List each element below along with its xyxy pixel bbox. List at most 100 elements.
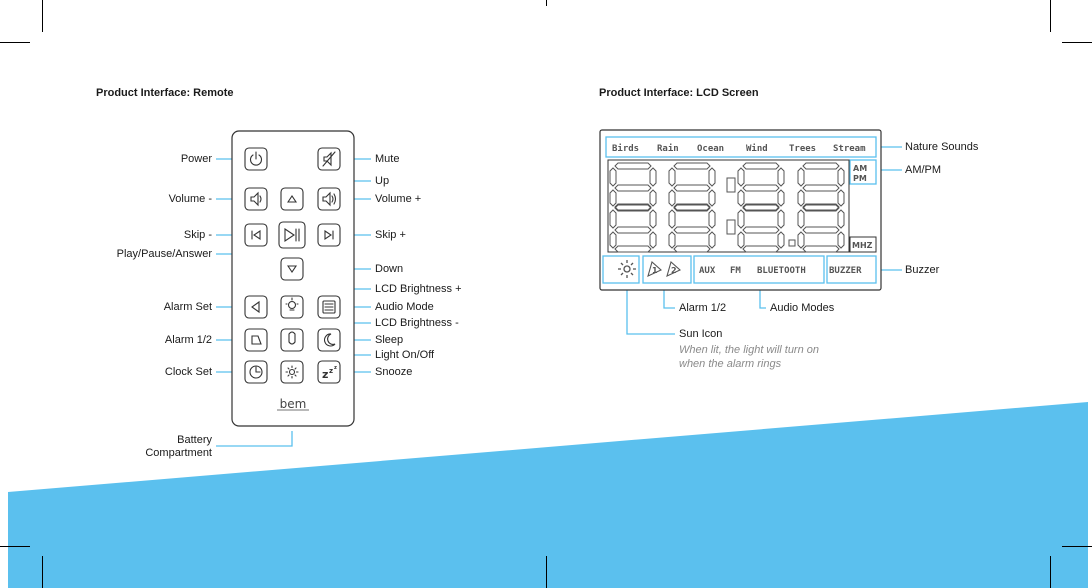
svg-text:z: z xyxy=(329,367,333,375)
pm-text: PM xyxy=(853,174,867,183)
colon-bottom xyxy=(726,219,736,235)
label-lcd-brightness-up: LCD Brightness + xyxy=(375,283,462,295)
lcd-segment xyxy=(609,231,617,249)
sun-note-line1: When lit, the light will turn on xyxy=(679,344,820,356)
lcd-digit xyxy=(609,162,657,211)
nature-sound-birds: Birds xyxy=(612,143,639,154)
skip-forward-icon xyxy=(324,229,334,241)
lcd-segment xyxy=(668,209,676,229)
label-clock-set: Clock Set xyxy=(164,366,212,378)
lcd-segment xyxy=(802,226,840,234)
play-pause-button xyxy=(278,221,306,249)
lcd-segment xyxy=(614,184,652,192)
nature-sound-rain: Rain xyxy=(657,143,679,154)
lcd-segment xyxy=(708,209,716,229)
mute-icon xyxy=(322,151,336,167)
lcd-segment xyxy=(742,245,780,253)
lcd-segment xyxy=(614,245,652,253)
fm-text: FM xyxy=(730,266,741,276)
digit-area xyxy=(607,159,850,253)
skip-back-icon xyxy=(251,229,261,241)
lcd-segment xyxy=(742,184,780,192)
lcd-segment xyxy=(673,204,711,212)
label-lcd-brightness-down: LCD Brightness - xyxy=(375,317,459,329)
lcd-segment xyxy=(742,203,780,211)
lcd-digit xyxy=(737,162,785,211)
label-up: Up xyxy=(375,175,390,187)
alarm-2-digit: 2 xyxy=(671,266,677,275)
aux-text: AUX xyxy=(699,266,716,276)
am-text: AM xyxy=(853,164,867,173)
label-snooze: Snooze xyxy=(375,366,413,378)
svg-text:z: z xyxy=(334,365,337,371)
bluetooth-text: BLUETOOTH xyxy=(757,266,806,276)
label-am-pm: AM/PM xyxy=(905,164,942,176)
lcd-segment xyxy=(737,231,745,249)
down-icon xyxy=(286,265,298,273)
lcd-segment xyxy=(837,189,845,207)
sleep-button xyxy=(317,328,341,352)
buzzer-text: BUZZER xyxy=(829,266,862,276)
lcd-segment xyxy=(742,204,780,212)
lcd-segment xyxy=(708,231,716,249)
play-pause-icon xyxy=(284,227,300,243)
lcd-segment xyxy=(614,204,652,212)
lcd-heading: Product Interface: LCD Screen xyxy=(599,87,759,99)
nature-sound-wind: Wind xyxy=(746,143,768,154)
lcd-segment xyxy=(614,226,652,234)
snooze-icon: z xyxy=(322,368,328,381)
label-play-pause: Play/Pause/Answer xyxy=(116,248,212,260)
lcd-segment xyxy=(668,167,676,187)
lcd-digit xyxy=(797,204,845,253)
label-down: Down xyxy=(375,263,404,275)
mhz-text: MHZ xyxy=(852,241,873,250)
alarm-1-2-icon xyxy=(251,335,262,345)
skip-back-button xyxy=(244,223,268,247)
audio-modes-box xyxy=(693,255,825,284)
lcd-segment xyxy=(673,162,711,170)
label-audio-mode: Audio Mode xyxy=(375,301,434,313)
lcd-segment xyxy=(802,162,840,170)
lcd-segment xyxy=(837,209,845,229)
lcd-segment xyxy=(802,204,840,212)
label-buzzer: Buzzer xyxy=(905,264,940,276)
lcd-segment xyxy=(777,231,785,249)
brand-logo: bem xyxy=(280,397,307,411)
alarm-set-button xyxy=(244,295,268,319)
up-icon xyxy=(286,195,298,203)
lcd-sun-icon xyxy=(618,260,636,278)
lcd-segment xyxy=(777,189,785,207)
volume-down-button xyxy=(244,187,268,211)
lcd-digit xyxy=(737,204,785,253)
lcd-digit xyxy=(609,204,657,253)
alarm-bell-icon xyxy=(251,300,260,314)
lcd-segment xyxy=(668,231,676,249)
alarm-box xyxy=(642,255,692,284)
alarm-1-icon xyxy=(647,261,662,278)
lcd-brightness-down-button xyxy=(280,328,304,352)
label-nature-sounds: Nature Sounds xyxy=(905,141,979,153)
label-alarm-1-2: Alarm 1/2 xyxy=(164,334,212,346)
lcd-digit xyxy=(668,204,716,253)
lcd-segment xyxy=(609,209,617,229)
lcd-segment xyxy=(777,167,785,187)
am-pm-box xyxy=(849,159,877,185)
light-button xyxy=(280,360,304,384)
alarm-2-icon xyxy=(666,261,681,278)
lcd-segment xyxy=(673,226,711,234)
buzzer-box xyxy=(826,255,877,284)
label-volume-down: Volume - xyxy=(168,193,212,205)
lcd-segment xyxy=(668,189,676,207)
lcd-segment xyxy=(673,184,711,192)
lcd-segment xyxy=(614,162,652,170)
lcd-segment xyxy=(708,189,716,207)
label-alarm-set: Alarm Set xyxy=(163,301,212,313)
lcd-segment xyxy=(649,167,657,187)
lcd-segment xyxy=(708,167,716,187)
label-light-on-off: Light On/Off xyxy=(375,349,435,361)
down-button xyxy=(280,257,304,281)
clock-icon xyxy=(249,365,263,379)
label-mute: Mute xyxy=(375,153,400,165)
